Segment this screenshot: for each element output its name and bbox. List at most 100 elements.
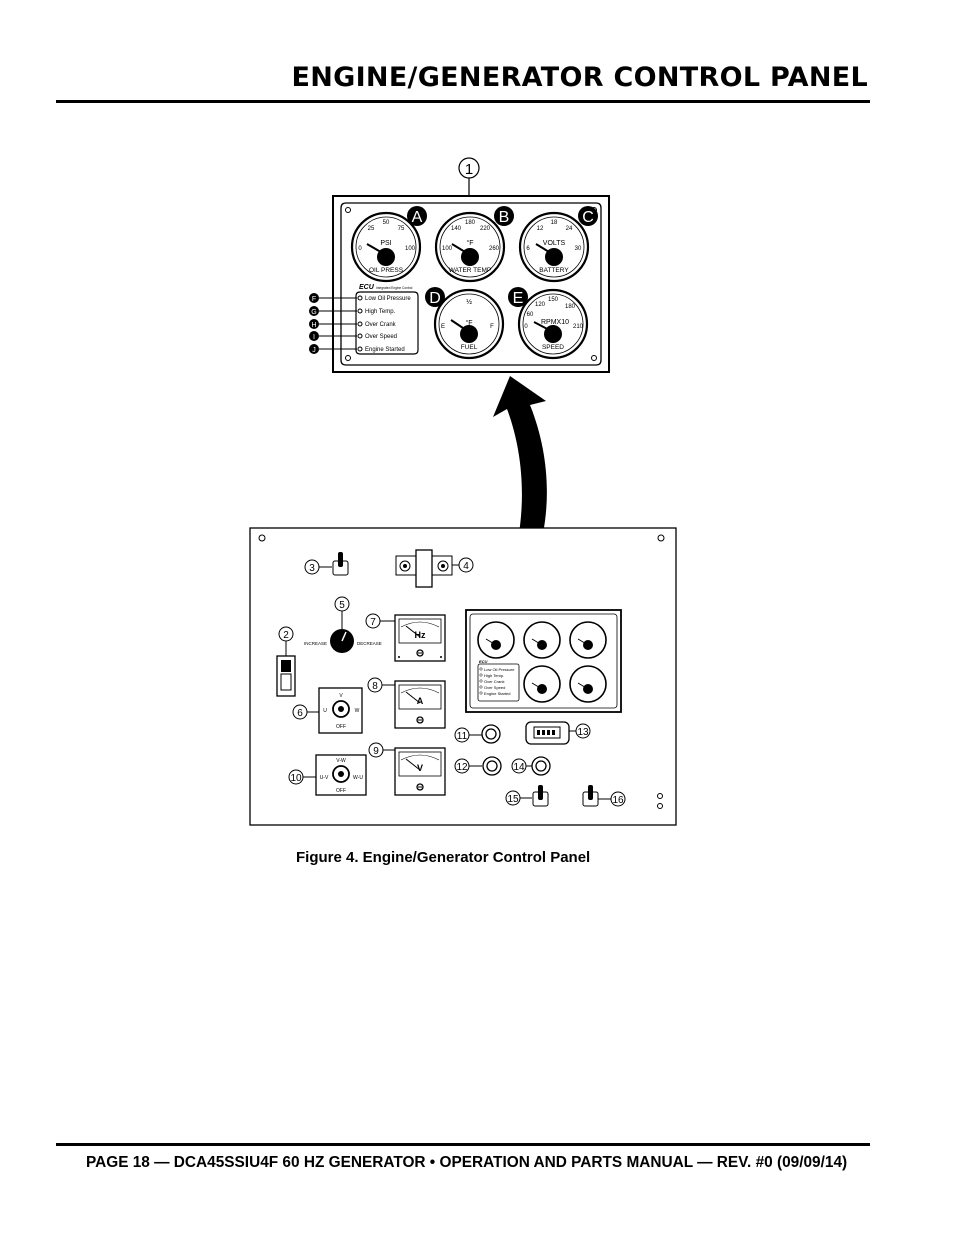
header-rule xyxy=(56,100,870,103)
svg-text:E: E xyxy=(441,324,445,330)
connector-12: 12 xyxy=(454,756,502,776)
svg-text:High Temp.: High Temp. xyxy=(484,673,504,678)
indicator-low-oil-pressure: F Low Oil Pressure xyxy=(309,293,411,303)
frequency-meter-8: 7 Hz xyxy=(365,613,446,662)
svg-text:18: 18 xyxy=(551,220,558,226)
svg-text:INCREASE: INCREASE xyxy=(304,641,327,646)
battery-gauge: 12 18 24 6 30 VOLTS BATTERY C xyxy=(518,206,598,283)
oil-pressure-gauge: 25 50 75 0 100 PSI OIL PRESS A xyxy=(350,206,427,283)
connector-11: 11 xyxy=(454,724,501,744)
governor-knob-5: 5 INCREASE DECREASE xyxy=(304,596,382,653)
svg-text:U: U xyxy=(323,708,327,714)
svg-text:24: 24 xyxy=(566,226,573,232)
svg-text:10: 10 xyxy=(290,773,302,784)
svg-text:5: 5 xyxy=(339,600,345,611)
callout-1: 1 xyxy=(458,157,480,196)
svg-text:BATTERY: BATTERY xyxy=(539,267,569,274)
indicator-over-speed: I Over Speed xyxy=(309,331,397,341)
svg-text:Low Oil Pressure: Low Oil Pressure xyxy=(484,667,515,672)
svg-text:60: 60 xyxy=(527,312,534,318)
ammeter-selector-switch-6: 6 V U W OFF xyxy=(292,687,363,734)
svg-text:15: 15 xyxy=(507,794,519,805)
svg-text:G: G xyxy=(311,309,316,316)
svg-text:OFF: OFF xyxy=(336,724,346,730)
svg-text:220: 220 xyxy=(480,226,491,232)
gauge-e-letter: E xyxy=(513,290,524,307)
gauge-b-letter: B xyxy=(499,209,510,226)
svg-text:W-U: W-U xyxy=(353,775,363,781)
svg-text:6: 6 xyxy=(526,246,530,252)
indicator-engine-started: J Engine Started xyxy=(309,344,405,354)
circuit-breaker-4: 4 xyxy=(395,549,474,588)
svg-text:V: V xyxy=(339,693,343,699)
svg-text:VOLTS: VOLTS xyxy=(543,240,566,247)
page-title: ENGINE/GENERATOR CONTROL PANEL xyxy=(291,62,868,93)
svg-text:2: 2 xyxy=(283,630,289,641)
svg-text:V-W: V-W xyxy=(336,758,346,764)
svg-text:ECU: ECU xyxy=(479,659,488,664)
svg-text:F: F xyxy=(312,296,316,303)
svg-text:OFF: OFF xyxy=(336,788,346,794)
svg-text:J: J xyxy=(312,347,316,354)
svg-text:16: 16 xyxy=(612,795,624,806)
svg-text:SPEED: SPEED xyxy=(542,344,564,351)
svg-text:F: F xyxy=(490,324,494,330)
svg-text:6: 6 xyxy=(297,708,303,719)
connector-14: 14 xyxy=(511,756,551,776)
ammeter-9: 8 A xyxy=(367,677,446,729)
voltmeter-selector-switch-7: 10 V-W U-V W-U OFF xyxy=(288,754,367,796)
svg-text:100: 100 xyxy=(405,246,416,252)
svg-text:Over Crank: Over Crank xyxy=(365,322,397,328)
svg-text:180: 180 xyxy=(565,304,576,310)
svg-text:PSI: PSI xyxy=(380,240,391,247)
svg-text:FUEL: FUEL xyxy=(461,344,478,351)
svg-text:120: 120 xyxy=(535,302,546,308)
toggle-switch-15: 15 xyxy=(505,785,549,807)
svg-text:Over Speed: Over Speed xyxy=(484,685,505,690)
svg-text:°F: °F xyxy=(466,239,473,247)
indicator-over-crank: H Over Crank xyxy=(309,319,397,329)
svg-text:12: 12 xyxy=(537,226,544,232)
svg-text:75: 75 xyxy=(398,226,405,232)
svg-text:WATER TEMP: WATER TEMP xyxy=(449,267,492,274)
indicator-high-temp: G High Temp. xyxy=(309,306,396,316)
svg-text:V: V xyxy=(417,763,423,773)
svg-text:140: 140 xyxy=(451,226,462,232)
ecu-indicator-module: ECU Integrated Engine Control F Low Oil … xyxy=(309,284,419,355)
toggle-switch-3: 3 xyxy=(304,552,349,576)
svg-text:°F: °F xyxy=(465,319,472,327)
svg-text:Over Crank: Over Crank xyxy=(484,679,504,684)
svg-text:Over Speed: Over Speed xyxy=(365,334,397,340)
svg-text:12: 12 xyxy=(456,762,468,773)
svg-text:OIL PRESS: OIL PRESS xyxy=(369,267,404,274)
svg-text:W: W xyxy=(355,708,360,714)
svg-text:Engine Started: Engine Started xyxy=(484,691,510,696)
toggle-switch-16: 16 xyxy=(582,785,626,807)
svg-text:7: 7 xyxy=(370,617,376,628)
svg-text:1: 1 xyxy=(465,161,473,178)
svg-text:11: 11 xyxy=(457,731,468,742)
page-footer: PAGE 18 — DCA45SSIU4F 60 HZ GENERATOR • … xyxy=(86,1154,848,1171)
svg-text:50: 50 xyxy=(383,220,390,226)
svg-text:A: A xyxy=(417,696,424,706)
svg-text:210: 210 xyxy=(573,324,584,330)
svg-text:Engine Started: Engine Started xyxy=(365,347,405,353)
ecu-logo: ECU xyxy=(359,284,375,291)
svg-text:High Temp.: High Temp. xyxy=(365,309,396,315)
svg-text:260: 260 xyxy=(489,246,500,252)
svg-text:4: 4 xyxy=(463,561,469,572)
svg-text:150: 150 xyxy=(548,297,559,303)
svg-text:0: 0 xyxy=(358,246,362,252)
svg-text:9: 9 xyxy=(373,746,379,757)
svg-text:U-V: U-V xyxy=(320,775,329,781)
svg-text:14: 14 xyxy=(513,762,525,773)
svg-text:30: 30 xyxy=(575,246,582,252)
svg-text:25: 25 xyxy=(368,226,375,232)
svg-text:13: 13 xyxy=(577,727,589,738)
svg-text:8: 8 xyxy=(372,681,378,692)
mini-gauge-cluster: ECU Low Oil Pressure High Temp. Over Cra… xyxy=(465,609,622,713)
svg-text:½: ½ xyxy=(466,298,472,306)
svg-text:3: 3 xyxy=(309,563,315,574)
water-temp-gauge: 140 180 220 100 260 °F WATER TEMP B xyxy=(434,206,514,283)
